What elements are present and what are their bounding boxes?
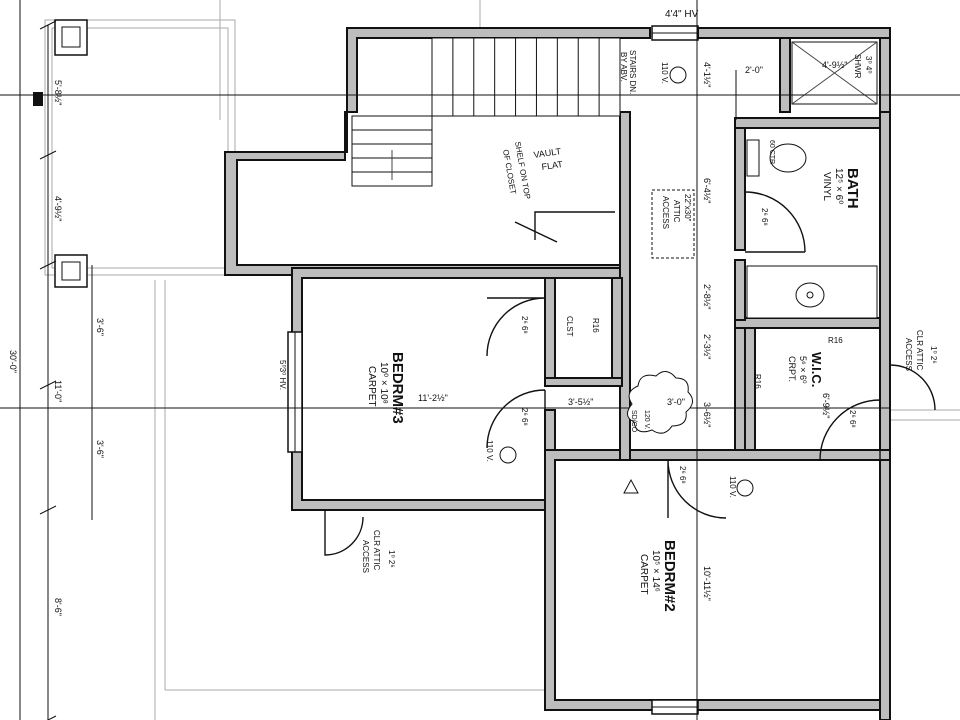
shwr-label: SHWR <box>853 54 862 79</box>
v110-label-b: 110 V. <box>485 440 494 462</box>
window-bedrm3-label: 5⁰3⁰ HV. <box>278 360 287 390</box>
lavatory-icon <box>746 265 878 319</box>
dim-3-6a: 3'-6" <box>95 318 105 336</box>
wic-floor: CRPT. <box>787 356 797 382</box>
dim-4-9: 4'-9½" <box>53 196 63 221</box>
wic-dim: 6'-9½" <box>821 393 831 418</box>
clr-attic-1: CLR ATTIC <box>372 530 381 571</box>
bedrm2-size: 10⁵ × 14⁶ <box>650 550 661 592</box>
bedrm2-floor: CARPET <box>638 554 649 595</box>
dim-hall-6-4: 6'-4½" <box>702 178 712 203</box>
r16-label-b: R16 <box>753 374 762 389</box>
dim-tick <box>39 150 57 160</box>
sd-co-label: SD/CO <box>630 410 637 433</box>
dim-5-8: 5'-8½" <box>53 80 63 105</box>
dim-tick <box>46 715 57 720</box>
clr-attic-2: CLR ATTIC <box>915 330 924 371</box>
clr-attic-1b: ACCESS <box>361 540 370 573</box>
dim-tick <box>39 20 57 30</box>
dim-hall-3-6: 3'-6½" <box>702 402 712 427</box>
window-bedrm3 <box>287 331 303 453</box>
bath-name: BATH <box>844 168 861 209</box>
shelf-label-2: OF CLOSET <box>501 149 518 195</box>
dim-hall-11-2: 11'-2½" <box>418 393 448 403</box>
r16-label-c: R16 <box>828 336 843 345</box>
dim-bath-2-0: 2'-0" <box>745 65 763 75</box>
stairs-label-2: BY ABV. <box>619 52 628 82</box>
sd-co-cloud <box>627 371 693 434</box>
dim-tick <box>39 505 57 515</box>
warning-triangle-icon <box>623 478 639 494</box>
window-top <box>651 25 699 41</box>
dim-hall-2-3: 2'-3½" <box>702 334 712 359</box>
stairs <box>351 37 621 187</box>
dim-3-6b: 3'-6" <box>95 440 105 458</box>
section-mark <box>33 92 43 106</box>
clr-attic-2b: ACCESS <box>904 338 913 371</box>
dim-overall: 30'-0" <box>8 350 18 373</box>
dim-bath-4-9: 4'-9½" <box>822 60 847 70</box>
door-label-4: 2⁶ 6⁸ <box>848 410 857 428</box>
dim-bedrm2: 10'-11½" <box>702 566 712 601</box>
bedrm3-floor: CARPET <box>366 366 377 407</box>
flat-label: FLAT <box>541 159 564 172</box>
dim-tick <box>39 380 57 390</box>
dim-hall-3-0: 3'-0" <box>667 397 685 407</box>
window-top-label: 4'4" HV <box>665 9 699 20</box>
attic-access-box <box>651 189 695 259</box>
r16-label-a: R16 <box>591 318 600 333</box>
dim-hall-2-8: 2'-8½" <box>702 284 712 309</box>
wic-name: W.I.C. <box>809 352 824 387</box>
door-label-3: 2⁶ 6⁸ <box>760 208 769 226</box>
bedrm3-size: 10⁰ × 10⁸ <box>378 362 389 404</box>
dim-hall-4-1: 4'-1½" <box>702 62 712 87</box>
dim-11: 11'-0" <box>53 380 63 402</box>
attic-label-1: 22"x30" <box>683 194 692 222</box>
vault-step <box>534 211 615 240</box>
post-top <box>54 19 88 56</box>
wic-size: 5⁶ × 6⁰ <box>798 356 808 384</box>
v120-label: 120 V. <box>643 410 650 430</box>
shower <box>791 41 878 105</box>
bedrm3-name: BEDRM#3 <box>389 352 406 424</box>
v110-label-a: 110 V. <box>660 62 669 84</box>
outlet-icons <box>499 66 754 497</box>
v110-label-c: 110 V. <box>728 476 737 498</box>
clst-label: CLST <box>565 316 574 337</box>
door-label-2: 2⁶ 6⁸ <box>520 408 529 426</box>
door-label-1: 2⁶ 6⁸ <box>520 316 529 334</box>
left-dimensions <box>19 0 93 720</box>
door-label-5: 2⁶ 6⁸ <box>678 466 687 484</box>
dim-hall-3-5: 3'-5½" <box>568 397 593 407</box>
vault-label: VAULT <box>533 146 562 160</box>
window-bottom <box>651 699 699 715</box>
attic-label-2: ATTIC <box>672 200 681 223</box>
bedrm2-name: BEDRM#2 <box>661 540 678 612</box>
vault-arrow <box>514 221 558 243</box>
clr-attic-1-door: 1⁰ 2⁶ <box>387 550 396 568</box>
toilet-icon <box>746 139 807 177</box>
clr-attic-2-door: 1⁰ 2⁶ <box>929 346 938 364</box>
dim-tick <box>39 260 57 270</box>
bath-window-label: 3⁰ 4⁰ <box>864 56 873 74</box>
ghost-lines <box>44 0 960 720</box>
dim-8-6: 8'-6" <box>53 598 63 616</box>
wc-label: 60 CTR <box>768 140 775 164</box>
doors <box>324 191 936 556</box>
stairs-label: STAIRS DN. <box>628 50 637 94</box>
post-bottom <box>54 254 88 288</box>
bath-size: 12⁵ × 6⁰ <box>833 168 844 204</box>
attic-label-3: ACCESS <box>661 196 670 229</box>
bath-floor: VINYL <box>821 172 832 201</box>
